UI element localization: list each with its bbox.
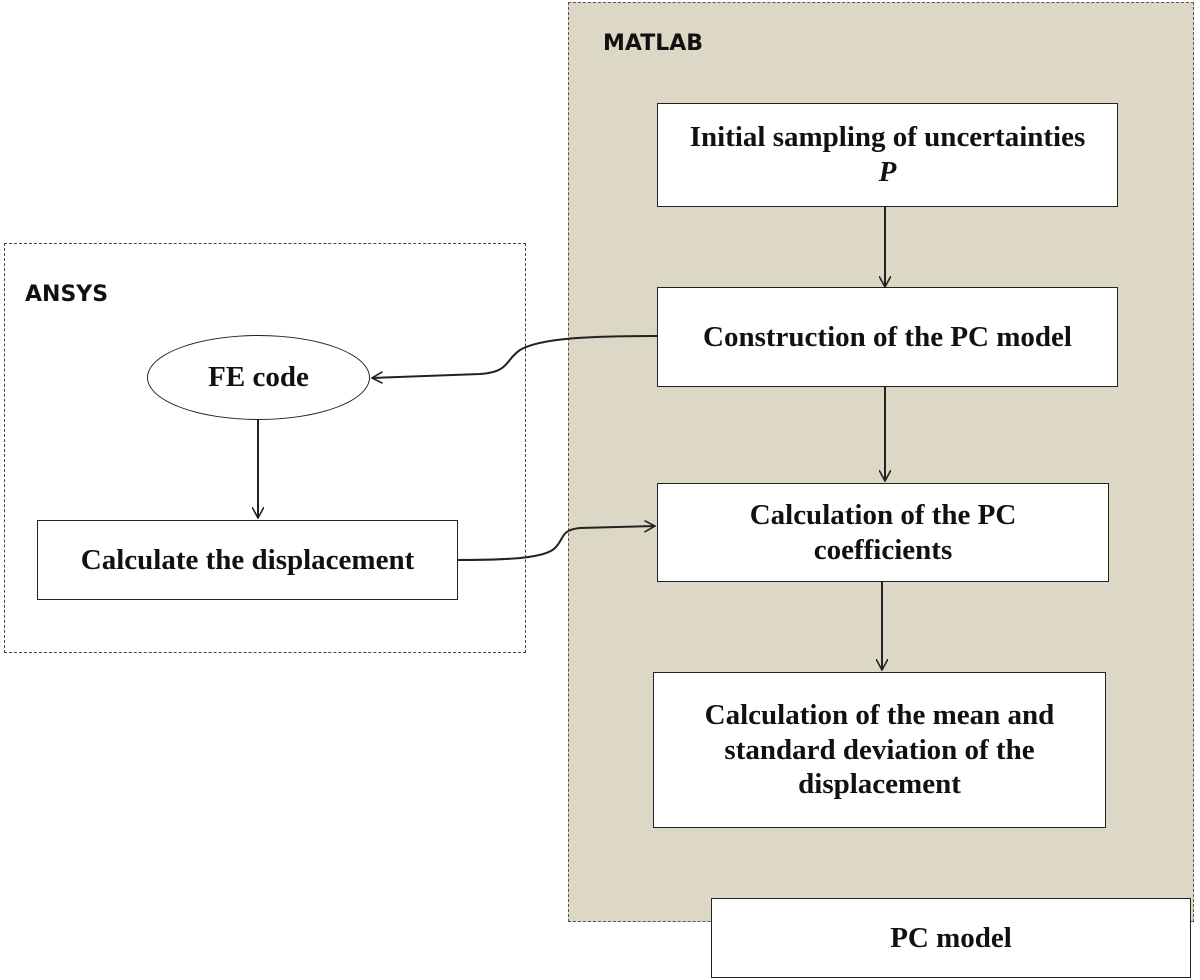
mean-std-label-line1: Calculation of the mean and: [704, 698, 1055, 731]
arrow-construction-to-fe-code: [372, 335, 658, 378]
mean-std-label-line2: standard deviation of the: [724, 733, 1035, 766]
mean-std-label-line3: displacement: [798, 768, 961, 801]
ansys-region: ANSYS: [4, 243, 526, 653]
pc-coefficients-label-line2: coefficients: [813, 533, 953, 566]
fe-code-node: FE code: [147, 335, 370, 420]
calculate-displacement-node: Calculate the displacement: [37, 520, 458, 600]
initial-sampling-label: Initial sampling of uncertainties: [689, 121, 1086, 154]
pc-model-label: PC model: [890, 921, 1012, 954]
pc-coefficients-node: Calculation of the PC coefficients: [657, 483, 1109, 582]
construction-pc-model-node: Construction of the PC model: [657, 287, 1118, 387]
calculate-displacement-label: Calculate the displacement: [80, 543, 415, 576]
pc-coefficients-label-line1: Calculation of the PC: [749, 498, 1017, 531]
uncertainties-symbol: P: [878, 156, 897, 188]
fe-code-label: FE code: [208, 361, 309, 393]
arrow-displacement-to-coefficients: [457, 526, 655, 561]
construction-pc-model-label: Construction of the PC model: [703, 320, 1072, 353]
mean-std-node: Calculation of the mean and standard dev…: [653, 672, 1106, 828]
matlab-region-label: MATLAB: [603, 31, 704, 56]
initial-sampling-node: Initial sampling of uncertainties P: [657, 103, 1118, 207]
pc-model-node: PC model: [711, 898, 1191, 978]
ansys-region-label: ANSYS: [25, 282, 109, 307]
